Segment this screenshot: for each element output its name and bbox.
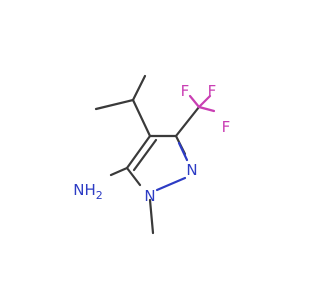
bond-cf3-f2 (197, 94, 212, 109)
f3-label: F (222, 118, 231, 136)
f2-label: F (208, 82, 217, 100)
bond-c5-nh2 (109, 166, 129, 177)
bond-c5-n1 (125, 166, 142, 187)
bond-n2-n1 (155, 176, 187, 192)
bond-cf3-f3 (197, 105, 216, 113)
molecule-canvas: NH2 N N F F F (73, 74, 231, 235)
molecule-structure: NH2 N N F F F (73, 74, 231, 235)
bond-c4-c5 (125, 134, 152, 170)
n2-label: N (186, 161, 197, 179)
bond-c4-c5-double (132, 138, 158, 172)
amine-label: NH2 (73, 181, 103, 202)
bond-c4-ch (131, 98, 152, 138)
bond-cf3-f1 (188, 94, 201, 109)
bond-c3-cf3 (174, 105, 201, 138)
f1-label: F (181, 82, 190, 100)
bond-ch-me2 (131, 74, 147, 102)
bond-n1-me (148, 198, 155, 235)
n1-label: N (144, 187, 155, 205)
bond-ch-me1 (94, 98, 135, 111)
bond-c3-n2-double (177, 141, 189, 162)
